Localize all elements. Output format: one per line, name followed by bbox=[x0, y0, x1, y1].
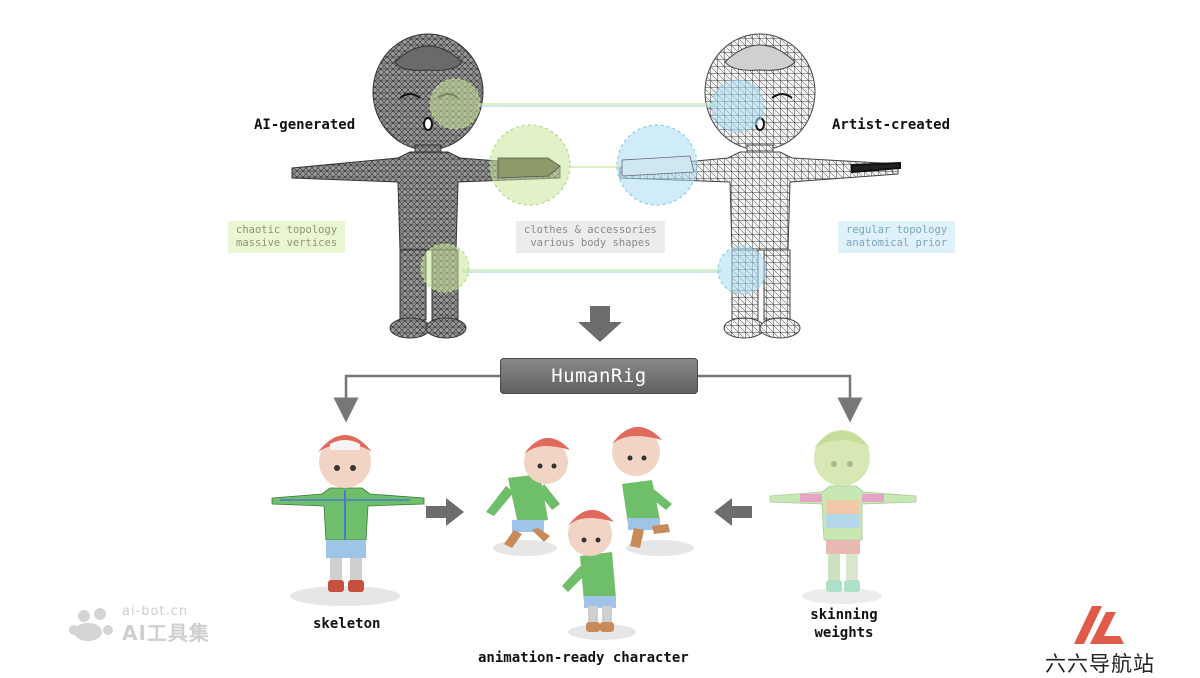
watermark-left-url: ai-bot.cn bbox=[122, 604, 189, 619]
zoom-hand-green bbox=[497, 157, 561, 179]
down-arrow-icon bbox=[578, 306, 622, 342]
artist-tag: regular topology anatomical prior bbox=[838, 221, 956, 253]
animation-character-1 bbox=[486, 437, 570, 556]
animation-ready-label: animation-ready character bbox=[478, 650, 689, 666]
lambda-logo-icon bbox=[1074, 606, 1124, 644]
watermark-right: 六六导航站 bbox=[1030, 604, 1170, 678]
middle-tag-line-1: clothes & accessories bbox=[524, 224, 657, 236]
artist-face-details bbox=[755, 93, 901, 174]
animation-character-3 bbox=[562, 509, 636, 640]
watermark-left-name: AI工具集 bbox=[122, 621, 210, 645]
ai-generated-label: AI-generated bbox=[254, 117, 356, 133]
ai-tag-line-2: massive vertices bbox=[236, 237, 338, 249]
artist-tag-line-2: anatomical prior bbox=[846, 237, 948, 249]
artist-created-label: Artist-created bbox=[832, 117, 951, 133]
skinning-weights-line-2: weights bbox=[814, 625, 874, 641]
paw-icon bbox=[69, 608, 113, 641]
zoom-hand-blue bbox=[621, 155, 695, 177]
humanrig-box: HumanRig bbox=[500, 358, 698, 394]
watermark-right-icon-space bbox=[1030, 604, 1170, 646]
artist-tag-line-1: regular topology bbox=[846, 224, 948, 236]
left-arrow-icon bbox=[714, 498, 752, 526]
ai-tag: chaotic topology massive vertices bbox=[228, 221, 346, 253]
skinning-weights-character bbox=[769, 430, 917, 604]
watermark-left-icon-space bbox=[66, 605, 116, 645]
right-arrow-icon bbox=[426, 498, 464, 526]
watermark-left: ai-bot.cn AI工具集 bbox=[66, 604, 210, 646]
skinning-weights-line-1: skinning bbox=[810, 607, 878, 623]
zoom-connectors bbox=[462, 103, 722, 273]
skinning-weights-label: skinning weights bbox=[809, 606, 879, 642]
animation-character-2 bbox=[612, 426, 694, 556]
ai-tag-line-1: chaotic topology bbox=[236, 224, 338, 236]
branch-arrow-left bbox=[333, 374, 500, 423]
skeleton-label: skeleton bbox=[313, 616, 381, 632]
watermark-right-name: 六六导航站 bbox=[1045, 652, 1155, 676]
watermark-left-text: ai-bot.cn AI工具集 bbox=[122, 604, 210, 646]
middle-tag: clothes & accessories various body shape… bbox=[516, 221, 665, 253]
branch-arrow-right bbox=[698, 374, 863, 423]
middle-tag-line-2: various body shapes bbox=[530, 237, 651, 249]
skeleton-character bbox=[271, 435, 425, 606]
